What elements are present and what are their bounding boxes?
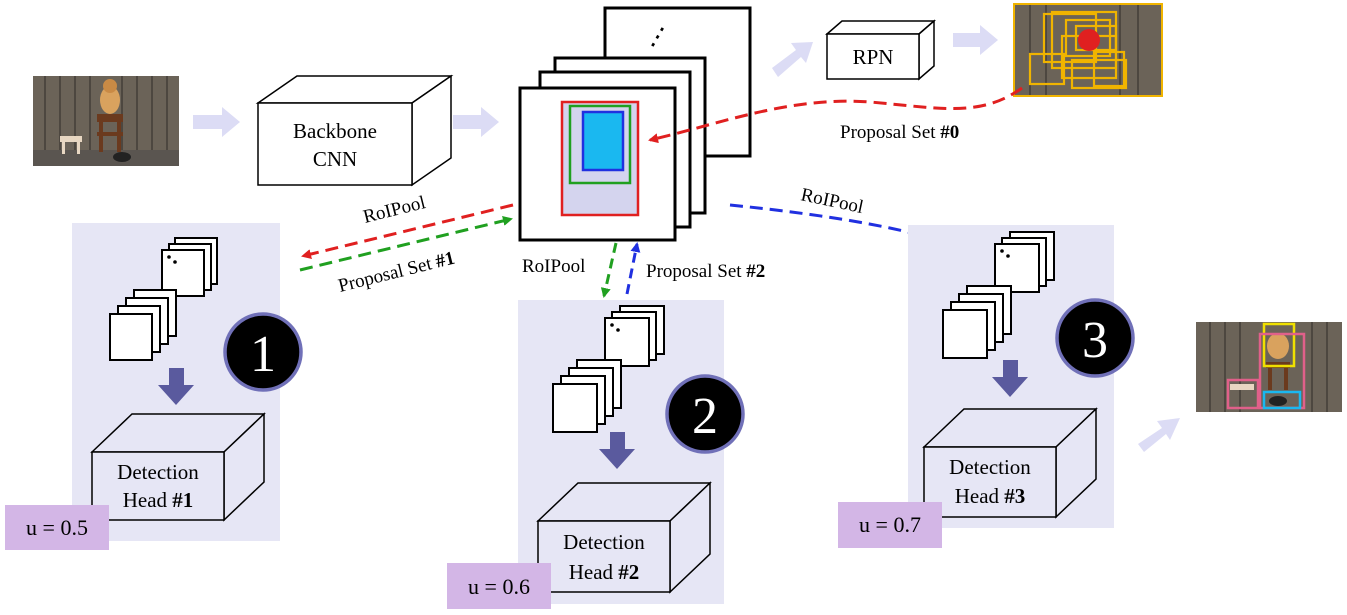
- stage-1-u-badge: [5, 505, 109, 550]
- proposal-set-2-label: Proposal Set #2: [646, 261, 765, 282]
- feature-map-stack: ⋮: [518, 6, 752, 242]
- stage-2-head-line2: Head #2: [569, 560, 640, 584]
- stage-3: 3 Detection Head #3 u = 0.7: [838, 225, 1135, 548]
- output-stool-box: [1226, 378, 1260, 410]
- stage-1-down-arrow: [158, 368, 194, 405]
- rpn-label: RPN: [853, 45, 894, 69]
- roipool-center-label: RoIPool: [522, 256, 585, 277]
- flow-arrow-1: [193, 107, 240, 137]
- proposals-image: [1013, 3, 1163, 97]
- input-image: [33, 76, 179, 166]
- output-image: [1196, 322, 1342, 412]
- stage-1-detection-head: Detection Head #1: [90, 412, 266, 522]
- stage-1-number: 1: [250, 326, 276, 383]
- roi-green-box: [568, 104, 632, 185]
- stage-2-number: 2: [692, 388, 718, 445]
- roipool-3-arrow: [729, 203, 950, 246]
- flow-arrow-3: [772, 42, 813, 77]
- flow-arrow-4: [953, 25, 998, 55]
- rpn-box: RPN: [824, 19, 937, 81]
- stage-2: 2 Detection Head #2 u = 0.6: [447, 300, 745, 609]
- stage-1-u-label: u = 0.5: [26, 515, 88, 540]
- proposal-set-0-label: Proposal Set #0: [840, 122, 959, 143]
- stage-2-u-badge: [447, 563, 551, 609]
- flow-arrow-2: [453, 107, 499, 137]
- stage-3-detection-head: Detection Head #3: [922, 407, 1098, 519]
- stage-3-feature-stack: [942, 231, 1055, 359]
- stage-2-feature-stack: [552, 305, 665, 433]
- stage-1-feature-stack: [109, 237, 218, 361]
- roipool-1-arrow: [301, 203, 514, 259]
- stage-3-u-badge: [838, 502, 942, 548]
- stage-3-number: 3: [1082, 312, 1108, 369]
- stage-2-u-label: u = 0.6: [468, 574, 530, 599]
- stage-2-head-line1: Detection: [563, 530, 645, 554]
- backbone-label-line2: CNN: [313, 147, 357, 171]
- stage-3-down-arrow: [992, 360, 1028, 397]
- roipool-left-label: RoIPool: [361, 192, 428, 228]
- stage-3-head-line1: Detection: [949, 455, 1031, 479]
- proposal-set-1-arrow: [299, 216, 513, 272]
- roipool-right-label: RoIPool: [799, 184, 865, 218]
- proposal-set-2-arrow: [625, 242, 641, 295]
- stage-2-number-badge: 2: [665, 374, 745, 454]
- flow-arrow-5: [1138, 418, 1180, 452]
- stage-2-detection-head: Detection Head #2: [536, 481, 712, 594]
- output-dog-box: [1262, 322, 1296, 368]
- output-cat-box: [1262, 390, 1302, 410]
- stage-1-head-line1: Detection: [117, 460, 199, 484]
- roipool-2-arrow: [600, 242, 618, 298]
- stage-3-number-badge: 3: [1055, 298, 1135, 378]
- stage-1-head-line2: Head #1: [123, 488, 194, 512]
- stage-1-number-badge: 1: [223, 312, 303, 392]
- stage-3-u-label: u = 0.7: [859, 512, 921, 537]
- backbone-cnn-box: Backbone CNN: [255, 74, 454, 187]
- stage-1: 1 Detection Head #1 u = 0.5: [5, 223, 303, 550]
- proposal-set-0-arrow: [648, 86, 1023, 144]
- backbone-label-line1: Backbone: [293, 119, 377, 143]
- proposal-set-1-label: Proposal Set #1: [336, 248, 457, 297]
- stage-3-head-line2: Head #3: [955, 484, 1026, 508]
- stage-2-down-arrow: [599, 432, 635, 469]
- roi-blue-box: [581, 110, 625, 172]
